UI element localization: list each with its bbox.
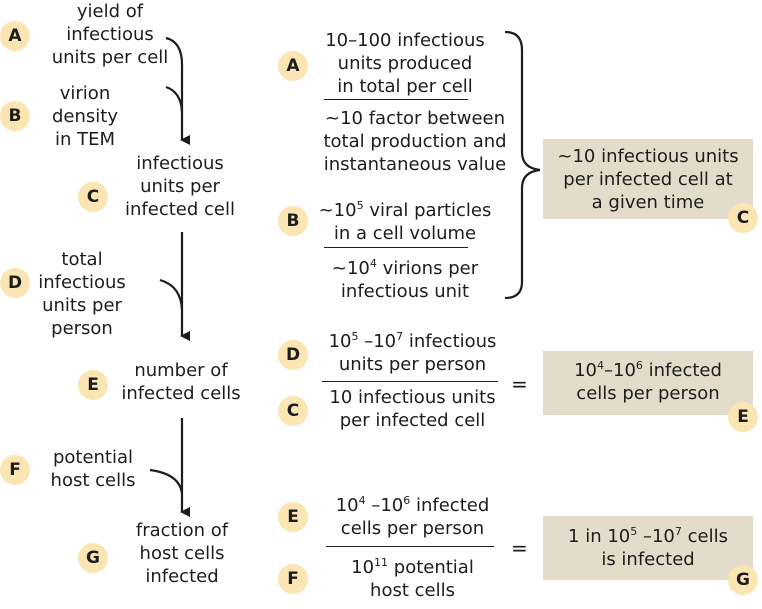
result-g-text: 1 in 105 –107 cells is infected bbox=[568, 525, 728, 570]
arrow-yield-to-iu bbox=[165, 36, 190, 145]
badge-b-left: B bbox=[0, 101, 30, 131]
fraction-b-denominator: ~104 virions per infectious unit bbox=[331, 257, 479, 302]
result-e-text: 104–106 infected cells per person bbox=[574, 359, 722, 404]
badge-c-result: C bbox=[728, 203, 758, 233]
arrow-hosts-joins bbox=[149, 468, 184, 495]
fraction-ef-numerator: 104 –106 infected cells per person bbox=[335, 494, 490, 539]
badge-g-left: G bbox=[78, 543, 108, 573]
result-box-e bbox=[543, 351, 753, 415]
badge-g-result: G bbox=[728, 565, 758, 595]
badge-e-result: E bbox=[728, 402, 758, 432]
result-box-c bbox=[543, 139, 753, 219]
badge-f-left: F bbox=[0, 455, 30, 485]
arrow-total-joins bbox=[159, 278, 184, 311]
badge-e-mid: E bbox=[278, 502, 308, 532]
badge-c-left: C bbox=[78, 182, 108, 212]
fraction-dc-numerator: 105 –107 infectious units per person bbox=[328, 330, 497, 375]
arrow-density-joins bbox=[165, 85, 184, 113]
badge-e-left: E bbox=[78, 370, 108, 400]
fraction-ef-denominator: 1011 potential host cells bbox=[351, 556, 474, 601]
fraction-a-bar bbox=[324, 99, 468, 101]
brace bbox=[504, 30, 541, 300]
equals-sign-1: = bbox=[511, 372, 528, 396]
badge-f-mid: F bbox=[278, 564, 308, 594]
badge-d-mid: D bbox=[278, 340, 308, 370]
badge-a-left: A bbox=[0, 21, 30, 51]
badge-d-left: D bbox=[0, 268, 30, 298]
fraction-b-bar bbox=[324, 247, 468, 249]
equals-sign-2: = bbox=[511, 536, 528, 560]
result-box-g bbox=[543, 516, 753, 580]
badge-c-mid: C bbox=[278, 396, 308, 426]
fraction-ef-bar bbox=[326, 546, 494, 548]
fraction-dc-bar bbox=[322, 381, 498, 383]
fraction-b-numerator: ~105 viral particles in a cell volume bbox=[318, 199, 492, 244]
badge-a-mid: A bbox=[278, 51, 308, 81]
badge-b-mid: B bbox=[278, 206, 308, 236]
